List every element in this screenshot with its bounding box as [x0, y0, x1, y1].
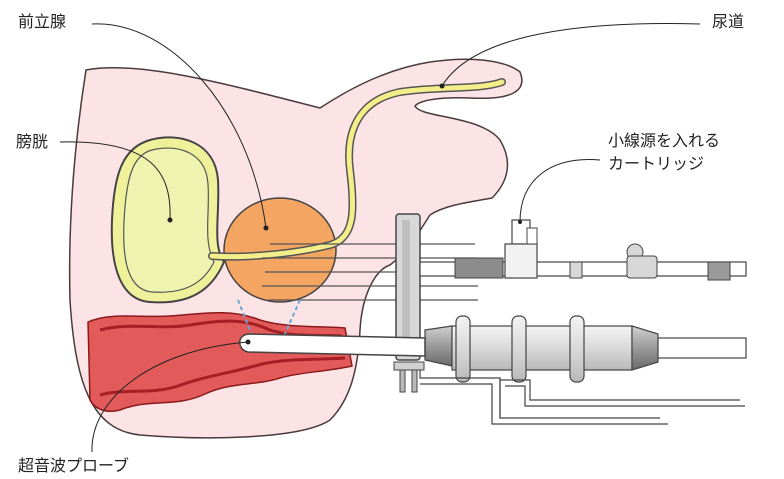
probe-stepper	[425, 316, 746, 382]
needle-guide	[420, 244, 746, 280]
urethra-label: 尿道	[712, 12, 744, 32]
cartridge-label-line2: カートリッジ	[608, 154, 704, 174]
probe-label: 超音波プローブ	[18, 456, 129, 476]
template-stand	[394, 214, 424, 392]
cartridge-label-line1: 小線源を入れる	[608, 131, 720, 151]
prostate-label: 前立腺	[18, 12, 66, 32]
ultrasound-probe	[240, 334, 425, 356]
bladder-label: 膀胱	[16, 132, 48, 152]
cartridge-leader	[520, 160, 600, 222]
seed-cartridge	[505, 220, 537, 278]
